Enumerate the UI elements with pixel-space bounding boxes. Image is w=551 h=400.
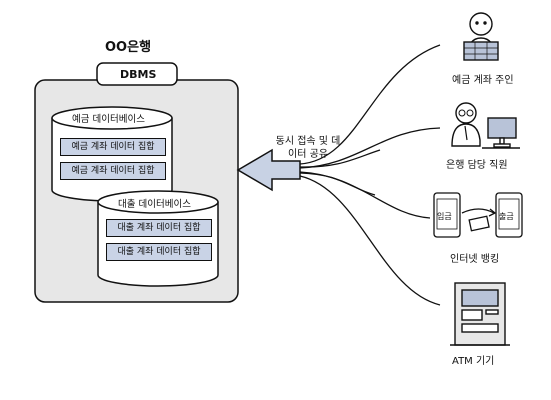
account-owner-label: 예금 계좌 주인 [452, 75, 514, 86]
dbms-label: DBMS [120, 68, 157, 81]
bank-title: OO은행 [105, 40, 152, 55]
connection-lines [299, 44, 441, 306]
withdraw-label: 출금 [499, 212, 514, 221]
loan-database-label: 대출 데이터베이스 [118, 199, 191, 210]
loan-record-1: 대출 계좌 데이터 집합 [106, 219, 212, 237]
share-label: 동시 접속 및 데이터 공유 [275, 136, 341, 160]
bank-staff-label: 은행 담당 직원 [446, 160, 508, 171]
deposit-in-label: 입금 [437, 212, 452, 221]
deposit-record-2: 예금 계좌 데이터 집합 [60, 162, 166, 180]
internet-banking-icon [433, 192, 523, 238]
loan-record-2: 대출 계좌 데이터 집합 [106, 243, 212, 261]
account-owner-icon [463, 12, 499, 61]
deposit-database-label: 예금 데이터베이스 [72, 114, 145, 125]
atm-machine-icon [450, 282, 510, 346]
bank-staff-icon [451, 102, 520, 149]
atm-label: ATM 기기 [452, 356, 495, 367]
dbms-tab [96, 62, 178, 86]
deposit-record-1: 예금 계좌 데이터 집합 [60, 138, 166, 156]
internet-banking-label: 인터넷 뱅킹 [450, 254, 500, 265]
share-arrow [236, 148, 301, 192]
